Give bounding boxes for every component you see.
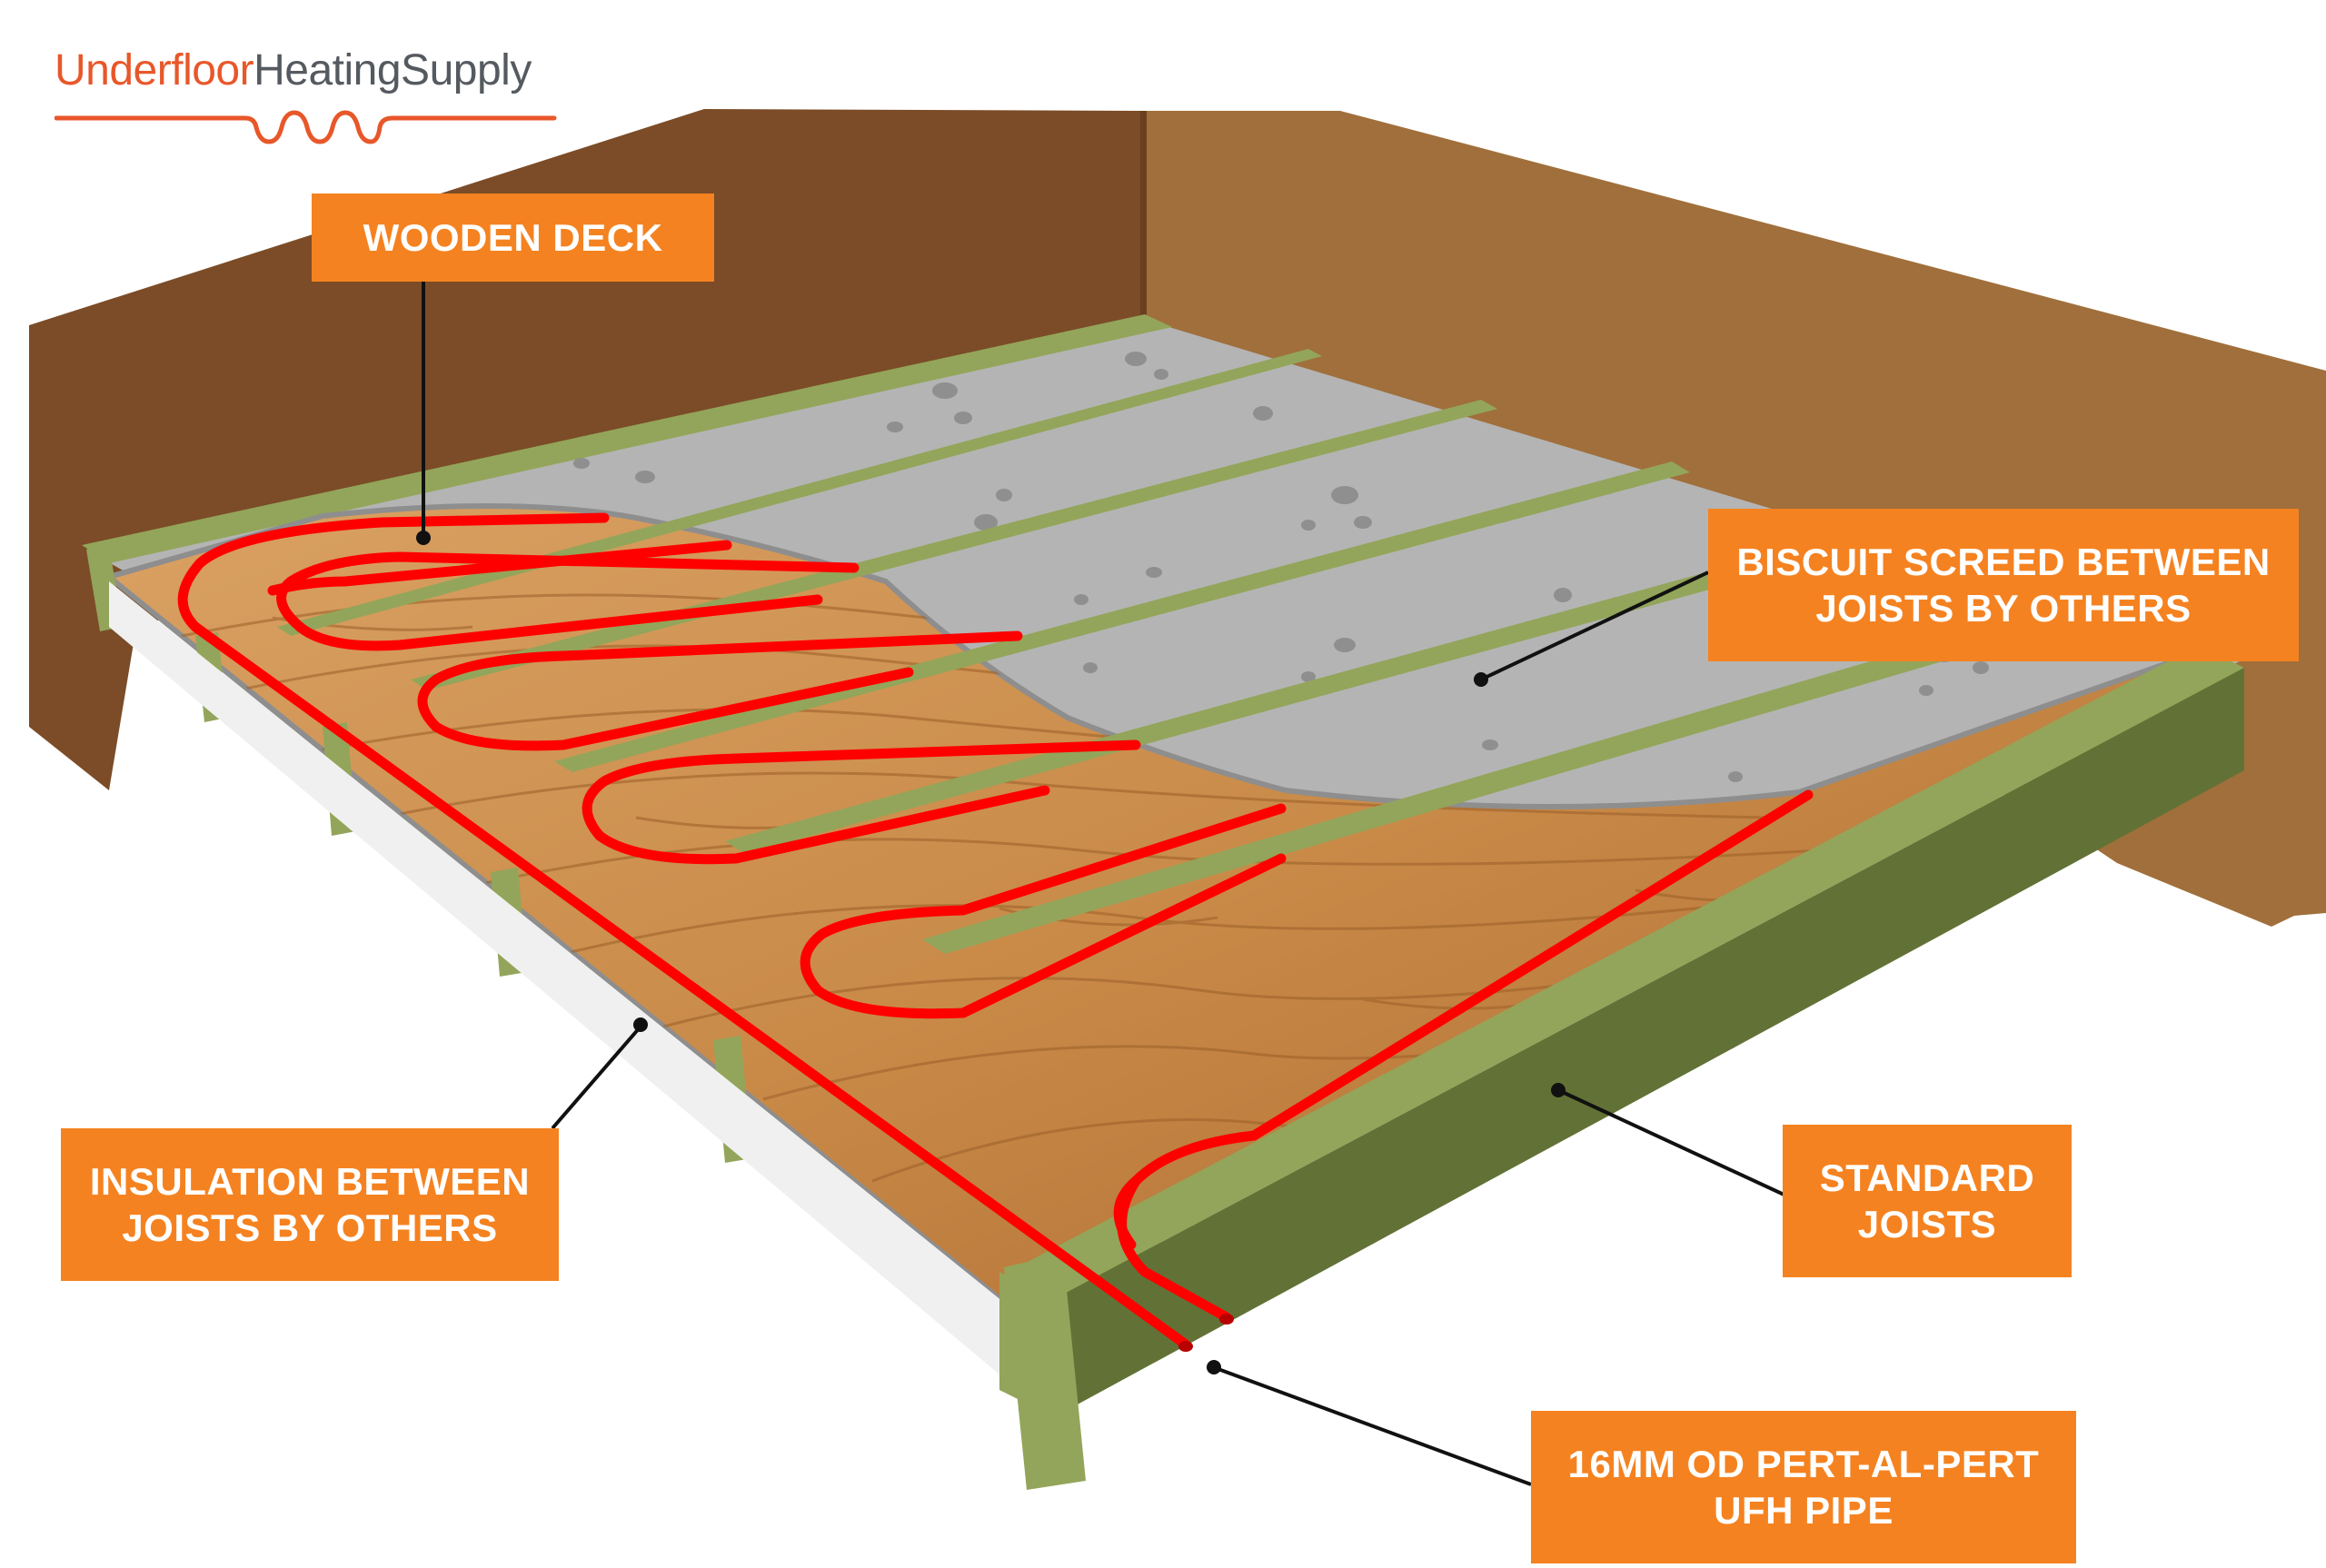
callout-line: UFH PIPE — [1714, 1489, 1894, 1532]
back-edge-joist — [82, 314, 1172, 563]
company-logo: UnderfloorHeatingSupply — [55, 45, 563, 154]
callout-ufh-pipe: 16MM OD PERT-AL-PERT UFH PIPE — [1531, 1411, 2076, 1563]
callout-line: JOISTS BY OTHERS — [122, 1206, 498, 1249]
leader-lines — [422, 277, 1804, 1486]
callout-standard-joists: STANDARD JOISTS — [1783, 1125, 2072, 1277]
callout-line: JOISTS — [1857, 1203, 1997, 1245]
wall-corner-shade — [1140, 111, 1147, 336]
callout-line: JOISTS BY OTHERS — [1815, 587, 2192, 630]
callout-wooden-deck: WOODEN DECK — [312, 194, 714, 282]
front-joist-side — [1054, 668, 2244, 1417]
corner-joist — [1004, 1254, 1086, 1490]
insulation-strip — [109, 581, 1045, 1413]
logo-wordmark: UnderfloorHeatingSupply — [55, 45, 532, 95]
callout-biscuit-screed: BISCUIT SCREED BETWEEN JOISTS BY OTHERS — [1708, 509, 2299, 661]
callout-line: 16MM OD PERT-AL-PERT — [1567, 1442, 2040, 1485]
leader-dots — [416, 531, 1566, 1374]
callout-line: STANDARD — [1819, 1156, 2035, 1199]
pipe-ends — [1178, 1314, 1234, 1352]
logo-wave-icon — [55, 110, 557, 144]
callout-line: BISCUIT SCREED BETWEEN — [1736, 540, 2271, 583]
callout-insulation: INSULATION BETWEEN JOISTS BY OTHERS — [61, 1128, 559, 1281]
logo-part-heatingsupply: HeatingSupply — [253, 46, 532, 94]
callout-line: WOODEN DECK — [363, 215, 663, 259]
ufh-pipe — [177, 512, 1814, 1350]
front-joist-top — [1009, 645, 2244, 1299]
logo-part-underfloor: Underfloor — [55, 46, 254, 94]
callout-line: INSULATION BETWEEN — [89, 1159, 531, 1203]
